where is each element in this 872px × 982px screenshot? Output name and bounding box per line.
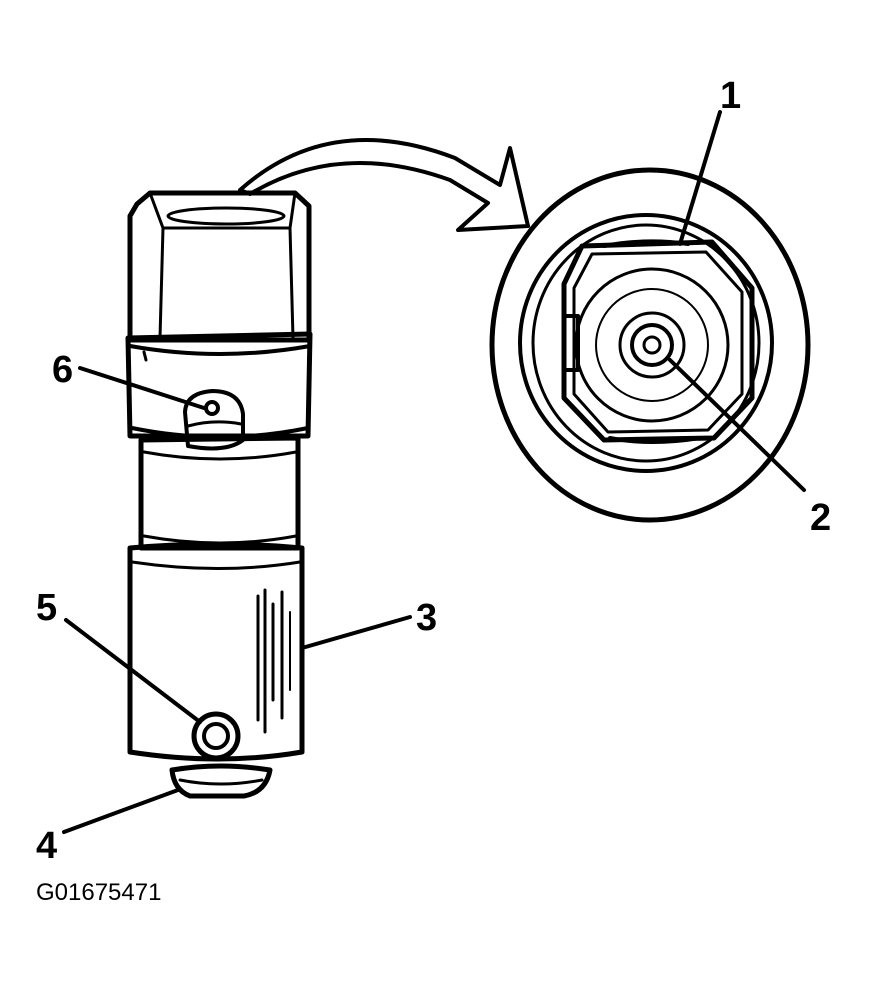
- plunger-oil-hole: [630, 323, 674, 367]
- end-view: [489, 167, 811, 523]
- lifter-neck: [138, 435, 301, 551]
- callout-2: 2: [810, 497, 831, 539]
- side-oil-hole: [191, 711, 241, 761]
- roller-body: [127, 541, 305, 762]
- callout-5: 5: [36, 587, 57, 629]
- callout-1: 1: [720, 75, 741, 117]
- leader-line-2: [668, 358, 806, 492]
- leader-line-4: [62, 788, 180, 834]
- valve-lifter: [125, 190, 313, 799]
- leader-line-3: [300, 615, 412, 650]
- figure-id-label: G01675471: [36, 879, 161, 906]
- callout-3: 3: [416, 597, 437, 639]
- leader-line-6: [78, 366, 206, 410]
- leader-line-5: [64, 618, 202, 724]
- lifter-head: [127, 190, 312, 343]
- callout-4: 4: [36, 825, 57, 867]
- callout-numbers: 1 2 3 4 5 6: [36, 75, 831, 867]
- leader-lines: [62, 110, 806, 834]
- view-arrow: [238, 138, 530, 232]
- roller-tip: [169, 763, 273, 799]
- leader-line-1: [678, 110, 722, 246]
- octagon-socket: [561, 239, 755, 443]
- callout-6: 6: [52, 349, 73, 391]
